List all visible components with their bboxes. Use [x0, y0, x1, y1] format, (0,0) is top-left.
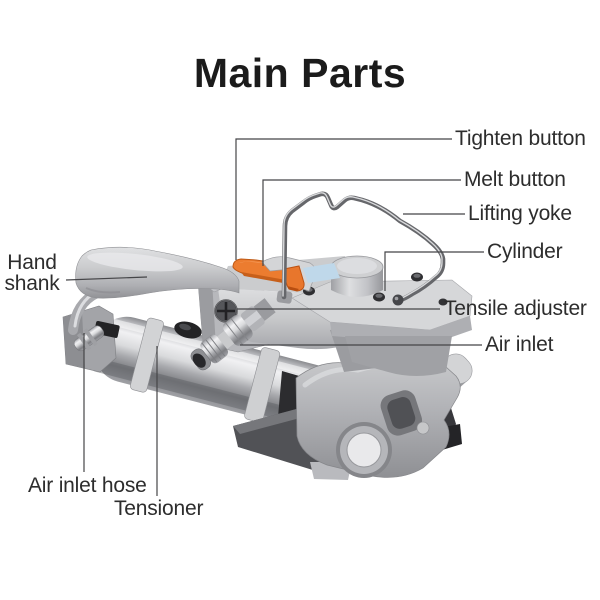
melt-button-part [283, 265, 305, 292]
lifting-yoke-part [276, 191, 446, 306]
label-hand-shank: Hand shank [0, 252, 64, 294]
leader-lines [65, 138, 484, 496]
strapping-tool [62, 191, 473, 480]
label-tensile-adjuster: Tensile adjuster [444, 297, 587, 320]
leader-cylinder [384, 251, 484, 291]
leader-melt-button [262, 179, 461, 266]
label-sticker [303, 263, 340, 283]
label-air-inlet: Air inlet [485, 333, 554, 356]
diagram-title: Main Parts [193, 50, 407, 96]
label-tighten-button: Tighten button [455, 127, 586, 150]
plate-screws [303, 272, 448, 306]
leader-hand-shank [65, 276, 148, 281]
air-inlet-part [190, 298, 276, 371]
label-hand-shank-line2: shank [4, 272, 60, 295]
tighten-button-part [232, 258, 295, 283]
label-cylinder: Cylinder [487, 240, 563, 263]
leader-tighten-button [235, 138, 452, 260]
round-button [336, 422, 392, 478]
label-air-inlet-hose: Air inlet hose [28, 474, 147, 497]
strap-window [380, 390, 423, 436]
label-lifting-yoke: Lifting yoke [468, 202, 572, 225]
label-hand-shank-line1: Hand [7, 251, 57, 274]
label-tensioner: Tensioner [114, 497, 204, 520]
hand-shank-part [75, 246, 240, 299]
tensile-adjuster-part [214, 299, 238, 323]
cylinder-part [291, 255, 473, 376]
label-melt-button: Melt button [464, 168, 566, 191]
sealing-head-part [233, 350, 473, 480]
air-inlet-hose-fitting-part [62, 288, 120, 373]
